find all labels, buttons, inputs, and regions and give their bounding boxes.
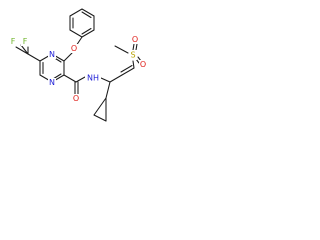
bond-nitrogen-chiral-carbon [100,77,111,83]
bond-s-o-top-2 [135,43,138,51]
structure-canvas: F F N N O O NH S O O [9,8,147,122]
atom-labels: F F N N O O NH S O O [9,35,147,103]
bond-sulfur-methyl [114,45,129,54]
bond-c-f2 [20,44,29,55]
bond-chiral-vinyl [109,74,123,83]
bond [81,8,95,17]
fluorine-label-2: F [23,37,28,46]
bond-ring-carbonyl [63,74,77,83]
bond-chiral-cyclopropyl [105,81,111,99]
sulfur-label: S [130,51,135,60]
bond-vinyl-double-2 [120,64,133,73]
bond-carbonyl-nitrogen [75,76,86,83]
bond-oxygen-pyrimidine [63,52,73,62]
bond-ring-cf2 [27,53,41,62]
bond-cf2-methyl [15,46,29,55]
cyclopropyl-ring [93,97,107,122]
bond-vinyl-double-1 [121,67,135,76]
pyrimidine-nitrogen-bottom: N [49,78,55,87]
bond [93,114,107,122]
pyrimidine-nitrogen-top: N [49,50,55,59]
bond-aromatic-inner [81,27,92,35]
molecule-diagram: F F N N O O NH S O O [0,0,152,152]
bond [69,29,83,38]
amide-nh-label: NH [87,74,99,83]
bond [69,8,83,17]
fluorine-label-1: F [11,37,16,46]
ether-oxygen-label: O [71,44,77,53]
amide-oxygen-label: O [73,94,79,103]
bond [93,97,107,116]
bond-vinyl-sulfur [132,60,135,69]
bond-aromatic-inner [81,11,92,19]
phenyl-ring [69,8,95,38]
bond-s-o-top-1 [132,43,135,51]
sulfonyl-oxygen-bottom: O [140,60,146,69]
sulfonyl-oxygen-top: O [132,35,138,44]
bond [81,29,95,38]
